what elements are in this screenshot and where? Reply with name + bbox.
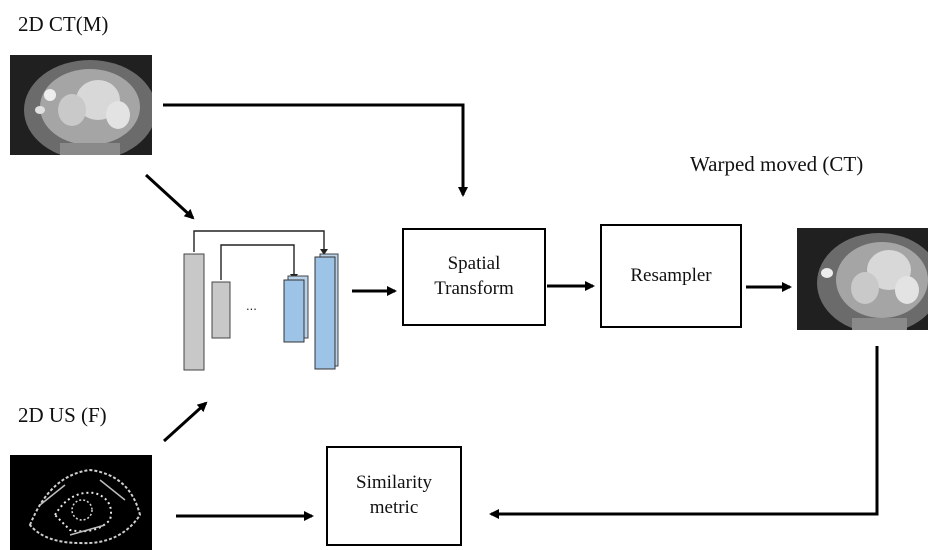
registration-network: ... bbox=[172, 222, 342, 372]
similarity-line2: metric bbox=[369, 497, 419, 518]
encoder-block-1 bbox=[183, 253, 205, 371]
similarity-metric-block: Similarity metric bbox=[326, 446, 462, 546]
spatial-transform-line1: Spatial bbox=[447, 253, 501, 275]
warped-ct-image bbox=[797, 228, 928, 330]
warped-image-label: Warped moved (CT) bbox=[690, 152, 864, 176]
network-ellipsis: ... bbox=[246, 298, 257, 313]
moving-image-label: 2D CT(M) bbox=[18, 12, 109, 36]
us-fixed-image bbox=[10, 455, 152, 550]
arrow-ct-to-network bbox=[144, 173, 195, 220]
skip-connections bbox=[193, 230, 325, 280]
similarity-line1: Similarity bbox=[356, 472, 432, 494]
encoder-block-2 bbox=[211, 281, 231, 339]
decoder-block-2 bbox=[314, 256, 336, 370]
decoder-block-1 bbox=[283, 279, 305, 343]
arrow-ct-to-transform bbox=[163, 103, 468, 197]
ct-moving-image bbox=[10, 55, 152, 155]
resampler-label: Resampler bbox=[630, 264, 712, 286]
arrow-us-to-network bbox=[162, 401, 208, 443]
arrow-warped-to-similarity bbox=[489, 346, 879, 519]
resampler-block: Resampler bbox=[600, 224, 742, 328]
spatial-transform-line2: Transform bbox=[434, 278, 514, 299]
fixed-image-label: 2D US (F) bbox=[18, 403, 107, 427]
spatial-transform-block: Spatial Transform bbox=[402, 228, 546, 326]
